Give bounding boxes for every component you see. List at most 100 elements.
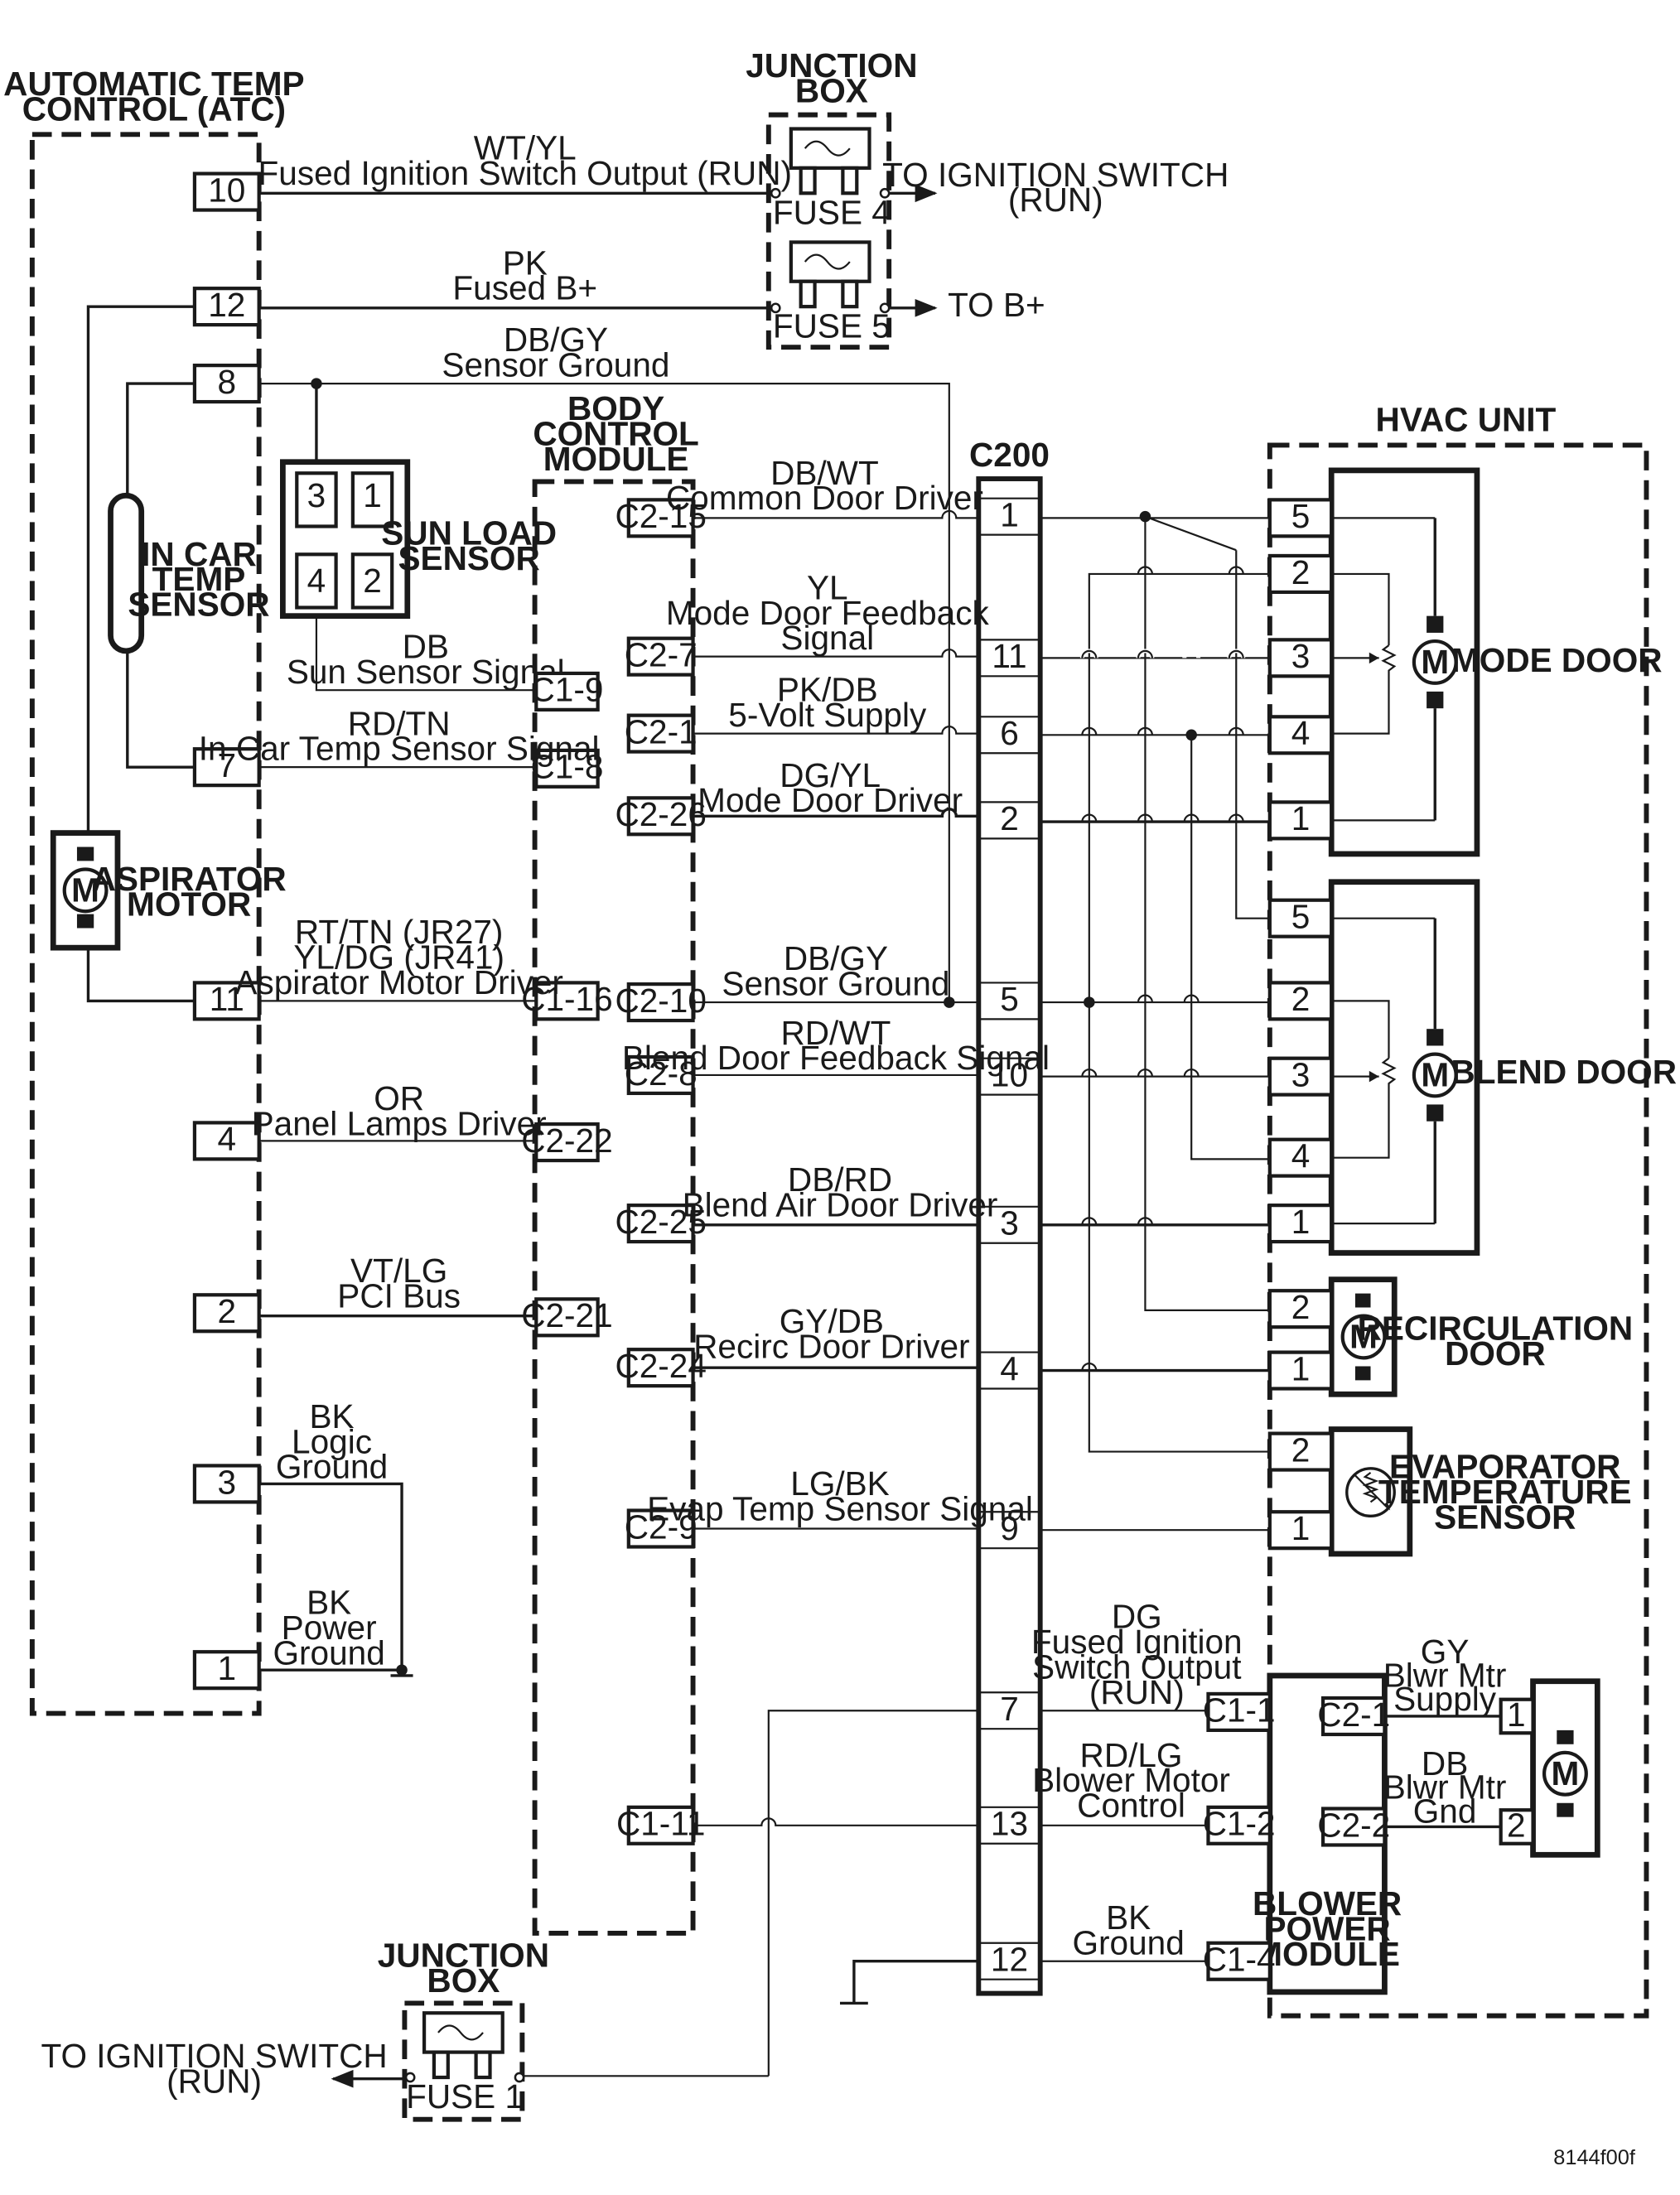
bcm-pin-c2-8: C2-8	[625, 1054, 698, 1096]
svg-text:C1-4: C1-4	[1203, 1941, 1276, 1979]
svg-text:BOX: BOX	[795, 71, 868, 109]
aspirator-motor: M ASPIRATOR MOTOR	[50, 830, 287, 951]
bcm-pin-c1-11: C1-11	[616, 1805, 705, 1845]
bcm-pin-c2-21: C2-21	[521, 1296, 613, 1338]
svg-text:FUSE 1: FUSE 1	[406, 2077, 524, 2115]
svg-text:Panel Lamps Driver: Panel Lamps Driver	[252, 1105, 547, 1143]
bcm-pin-c2-7: C2-7	[625, 635, 698, 677]
atc-title-line2: CONTROL (ATC)	[22, 89, 286, 128]
svg-text:3: 3	[1291, 637, 1311, 675]
bcm-pin-c2-15: C2-15	[615, 497, 707, 538]
svg-text:12: 12	[208, 286, 245, 324]
svg-text:GY: GY	[1421, 1633, 1470, 1671]
evap-pin-2: 2	[1267, 1430, 1334, 1472]
svg-text:2: 2	[1291, 553, 1311, 591]
svg-text:Mode Door Feedback: Mode Door Feedback	[666, 594, 990, 632]
svg-text:C2-10: C2-10	[615, 982, 706, 1020]
bcm-pin-c2-10: C2-10	[615, 982, 707, 1023]
svg-text:1: 1	[363, 476, 382, 514]
svg-text:C2-7: C2-7	[625, 635, 698, 673]
svg-text:Fused B+: Fused B+	[452, 269, 597, 307]
svg-text:2: 2	[1291, 1288, 1311, 1326]
svg-text:11: 11	[210, 980, 244, 1018]
svg-text:DB/RD: DB/RD	[788, 1160, 892, 1199]
svg-text:Mode Door Driver: Mode Door Driver	[698, 781, 963, 819]
svg-text:JUNCTION: JUNCTION	[746, 46, 917, 84]
svg-text:ASPIRATOR: ASPIRATOR	[92, 860, 287, 898]
svg-text:Blend Door Feedback Signal: Blend Door Feedback Signal	[622, 1039, 1050, 1077]
recirculation-door-actuator: M RECIRCULATION DOOR	[1328, 1276, 1634, 1397]
blower-module-pin-c2-1: C2-1	[1317, 1696, 1390, 1737]
recirc-pin-1: 1	[1267, 1349, 1334, 1391]
svg-text:M: M	[1421, 1055, 1449, 1093]
svg-text:4: 4	[307, 562, 326, 600]
svg-text:3: 3	[1000, 1204, 1019, 1242]
svg-text:C2-21: C2-21	[521, 1296, 612, 1334]
svg-text:MODE DOOR: MODE DOOR	[1451, 641, 1663, 679]
svg-text:10: 10	[208, 171, 245, 209]
blower-motor: M	[1530, 1678, 1600, 1858]
svg-text:Blwr Mtr: Blwr Mtr	[1383, 1768, 1507, 1807]
svg-text:5: 5	[1000, 980, 1019, 1018]
svg-text:RD/LG: RD/LG	[1080, 1736, 1183, 1774]
svg-text:SENSOR: SENSOR	[128, 586, 269, 624]
blower-module-pin-c1-2: C1-2	[1203, 1805, 1276, 1845]
svg-text:1: 1	[1000, 495, 1019, 533]
body-control-module: BODY CONTROL MODULE	[532, 389, 699, 1936]
svg-text:3: 3	[217, 1463, 236, 1501]
blend-door-pin-3: 3	[1267, 1055, 1334, 1097]
svg-text:SENSOR: SENSOR	[398, 539, 540, 577]
svg-text:C1-2: C1-2	[1203, 1805, 1276, 1843]
blend-door-actuator: BLEND DOOR M	[1328, 879, 1677, 1256]
svg-text:M: M	[1349, 1318, 1378, 1356]
svg-text:Blend Air Door Driver: Blend Air Door Driver	[683, 1186, 998, 1224]
sun-load-sensor: 3 1 4 2 SUN LOAD SENSOR	[280, 459, 557, 620]
svg-text:MODULE: MODULE	[543, 440, 689, 478]
svg-text:POWER: POWER	[1264, 1909, 1391, 1947]
svg-text:Sensor Ground: Sensor Ground	[722, 965, 949, 1003]
svg-text:RECIRCULATION: RECIRCULATION	[1358, 1309, 1634, 1347]
atc-pin-8: 8	[192, 363, 261, 404]
svg-text:Fused Ignition: Fused Ignition	[1031, 1623, 1243, 1661]
atc-pin-4: 4	[192, 1120, 261, 1161]
svg-text:DOOR: DOOR	[1445, 1334, 1546, 1372]
svg-text:Ground: Ground	[273, 1633, 385, 1672]
svg-text:SUN LOAD: SUN LOAD	[381, 514, 557, 552]
svg-text:2: 2	[1291, 980, 1311, 1018]
svg-text:C2-8: C2-8	[625, 1054, 698, 1093]
svg-text:Logic: Logic	[292, 1422, 372, 1460]
svg-text:OR: OR	[374, 1079, 424, 1117]
svg-text:MOTOR: MOTOR	[127, 885, 251, 923]
svg-text:TEMP: TEMP	[152, 560, 246, 598]
svg-text:BK: BK	[307, 1584, 351, 1622]
blend-door-pin-5: 5	[1267, 898, 1334, 938]
svg-text:Evap Temp Sensor Signal: Evap Temp Sensor Signal	[647, 1489, 1033, 1527]
svg-text:C2-22: C2-22	[521, 1122, 612, 1160]
recirc-pin-2: 2	[1267, 1288, 1334, 1329]
bcm-pin-c2-1: C2-1	[625, 712, 698, 754]
svg-text:C1-16: C1-16	[521, 980, 612, 1018]
svg-text:Fused Ignition Switch Output (: Fused Ignition Switch Output (RUN)	[258, 154, 792, 192]
blower-motor-pin-2: 2	[1499, 1806, 1535, 1845]
svg-text:C2-1: C2-1	[1317, 1696, 1390, 1734]
svg-text:2: 2	[1507, 1806, 1526, 1844]
c200-pins: 1 11 6 2 5 10 3 4 9 7 13 12	[978, 495, 1040, 1980]
svg-text:C1-9: C1-9	[531, 671, 604, 709]
svg-text:BK: BK	[1106, 1898, 1151, 1937]
diagram-id: 8144f00f	[1553, 2146, 1636, 2169]
svg-text:9: 9	[1000, 1509, 1019, 1547]
junction-box-bottom: JUNCTION BOX FUSE 1	[378, 1936, 549, 2122]
svg-text:12: 12	[991, 1941, 1028, 1979]
svg-text:DB/GY: DB/GY	[504, 321, 608, 359]
svg-text:GY/DB: GY/DB	[780, 1302, 884, 1340]
fuse-1: FUSE 1	[406, 2011, 524, 2115]
svg-text:1: 1	[1291, 1509, 1311, 1547]
atc-pin-11: 11	[192, 980, 261, 1021]
svg-text:PK/DB: PK/DB	[777, 671, 878, 709]
blend-door-pin-2: 2	[1267, 980, 1334, 1021]
svg-text:Sensor Ground: Sensor Ground	[442, 346, 669, 384]
svg-text:M: M	[71, 871, 99, 909]
svg-text:5-Volt Supply: 5-Volt Supply	[728, 696, 927, 734]
svg-text:C1-8: C1-8	[531, 748, 604, 786]
bcm-pin-c2-25: C2-25	[615, 1203, 707, 1244]
